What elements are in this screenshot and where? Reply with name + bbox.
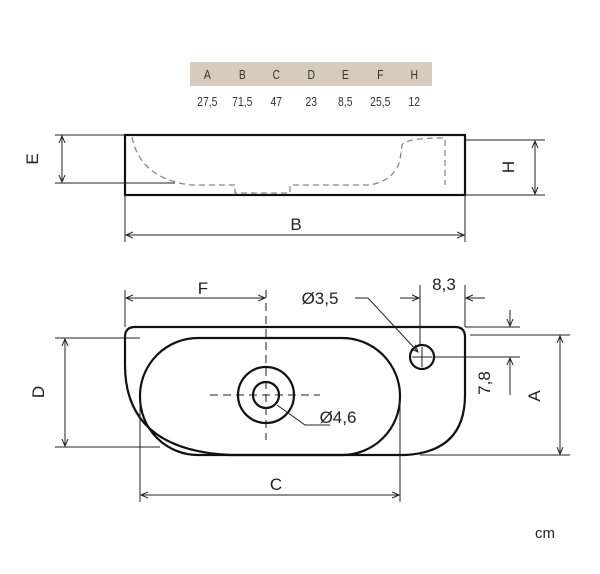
label-e: E: [23, 153, 42, 164]
side-view: E H B: [23, 133, 545, 242]
header-h: H: [411, 66, 419, 82]
header-d: D: [307, 66, 315, 82]
dimension-table: A B C D E F H 27,5 71,5 47 23 8,5 25,5 1…: [190, 62, 432, 116]
value-b: 71,5: [231, 93, 252, 109]
header-f: F: [376, 66, 384, 82]
label-b: B: [290, 215, 301, 234]
label-h: H: [499, 161, 518, 173]
header-a: A: [203, 66, 211, 82]
label-c: C: [270, 475, 282, 494]
value-f: 25,5: [370, 93, 391, 109]
header-c: C: [272, 66, 281, 82]
value-d: 23: [305, 93, 317, 109]
value-c: 47: [270, 93, 283, 109]
label-f: F: [198, 279, 208, 298]
unit-label: cm: [535, 525, 555, 542]
header-e: E: [342, 66, 350, 82]
sink-outline: [123, 325, 467, 457]
dimension-table-header: A B C D E F H: [190, 62, 432, 86]
side-view-outline: [123, 133, 467, 197]
tap-hole: [408, 343, 436, 371]
label-a: A: [525, 390, 544, 402]
label-drain: Ø4,6: [320, 408, 357, 427]
label-tap-offset: 8,3: [432, 275, 456, 294]
value-h: 12: [408, 93, 421, 109]
header-b: B: [238, 66, 246, 82]
label-tap-depth: 7,8: [475, 371, 494, 395]
top-view: F Ø3,5 8,3 D 7,8 A Ø4,6 C: [29, 275, 570, 502]
basin-hidden-line: [131, 136, 446, 194]
label-tap-hole: Ø3,5: [302, 289, 339, 308]
value-e: 8,5: [338, 93, 353, 109]
label-d: D: [29, 386, 48, 398]
value-a: 27,5: [197, 93, 218, 109]
dimension-table-values: 27,5 71,5 47 23 8,5 25,5 12: [190, 86, 432, 116]
basin-outline: [138, 336, 402, 457]
